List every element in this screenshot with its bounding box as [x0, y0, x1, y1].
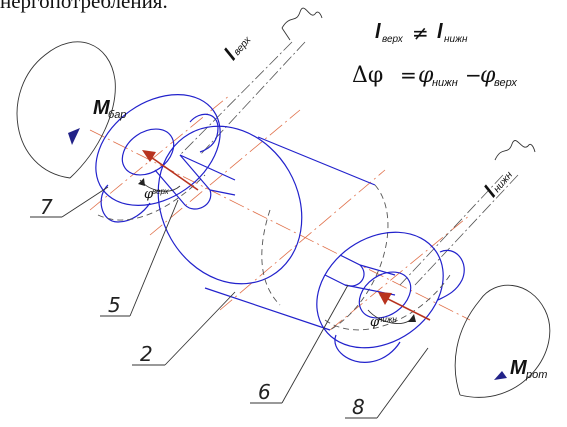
main-axis	[89, 129, 471, 321]
callout-8: 8	[345, 347, 429, 419]
right-disk	[316, 231, 465, 363]
callout-7: 7	[30, 186, 109, 219]
formula-inequality: l верх ≠ l нижн	[375, 21, 468, 45]
svg-text:φ: φ	[144, 187, 154, 202]
svg-text:8: 8	[352, 395, 365, 419]
m-right-label: M рот	[510, 357, 547, 381]
axis-cylinder-1	[149, 109, 301, 236]
upper-lever	[179, 7, 323, 156]
svg-text:рот: рот	[525, 369, 547, 381]
svg-text:l: l	[375, 21, 381, 43]
svg-text:верх: верх	[382, 34, 404, 45]
upper-angle-arrow	[138, 150, 199, 192]
l-upper-label: l верх	[220, 34, 254, 64]
svg-text:нижн: нижн	[378, 315, 397, 324]
svg-text:верх: верх	[232, 34, 254, 58]
svg-text:нижн: нижн	[444, 34, 468, 45]
top-clipped-text: нергопотребления.	[0, 0, 168, 13]
left-moment-arc	[16, 41, 116, 179]
svg-text:нижн: нижн	[492, 169, 516, 194]
svg-text:Δφ: Δφ	[352, 63, 383, 88]
svg-text:≠: ≠	[412, 21, 429, 45]
left-moment-arrowhead	[68, 128, 80, 145]
phi-lower-label: φ нижн	[370, 315, 397, 330]
callout-5: 5	[100, 199, 179, 317]
svg-text:6: 6	[258, 380, 271, 404]
svg-text:−: −	[465, 63, 482, 87]
svg-text:бар: бар	[108, 109, 126, 121]
lower-lever	[399, 140, 536, 286]
svg-text:M: M	[93, 97, 111, 119]
right-moment-arrowhead	[494, 371, 507, 380]
phi-upper-label: φ верх	[144, 187, 170, 202]
svg-text:φ: φ	[418, 63, 434, 88]
svg-text:φ: φ	[480, 63, 496, 88]
axis-cylinder-2	[219, 169, 386, 311]
svg-text:5: 5	[108, 293, 121, 317]
callout-6: 6	[250, 284, 349, 404]
svg-text:верх: верх	[152, 187, 170, 196]
svg-text:нижн: нижн	[432, 77, 458, 89]
callout-2: 2	[132, 291, 236, 366]
svg-text:M: M	[510, 357, 528, 379]
right-moment-arc	[454, 284, 551, 398]
m-left-label: M бар	[93, 97, 126, 121]
left-disk	[95, 94, 221, 223]
svg-text:7: 7	[40, 195, 53, 219]
svg-text:=: =	[400, 63, 417, 87]
formula-delta: Δφ = φ нижн − φ верх	[352, 63, 517, 89]
svg-text:2: 2	[140, 342, 153, 366]
lower-angle-arrow	[367, 292, 431, 325]
l-lower-label: l нижн	[480, 169, 515, 201]
svg-text:верх: верх	[494, 77, 517, 89]
main-cylinder	[157, 125, 389, 331]
left-shaft	[154, 154, 236, 210]
svg-text:φ: φ	[370, 315, 380, 330]
svg-text:l: l	[437, 21, 443, 43]
